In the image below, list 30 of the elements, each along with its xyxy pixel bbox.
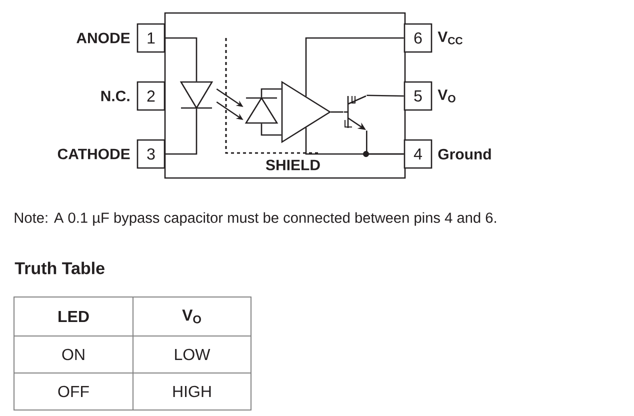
- wire: [165, 37, 198, 82]
- shield-label: SHIELD: [266, 160, 320, 170]
- pin-label: CATHODE: [58, 148, 130, 160]
- pin-label: N.C.: [101, 90, 130, 102]
- pin-box: 2: [136, 81, 166, 111]
- pin-label: Ground: [438, 148, 491, 160]
- pin-box: 6: [404, 23, 432, 53]
- pin-box: 1: [136, 23, 166, 53]
- wire: [165, 108, 198, 155]
- transistor-symbol: [344, 95, 366, 130]
- wire: [305, 128, 404, 155]
- table-header-cell: LED: [14, 296, 134, 336]
- table-cell: HIGH: [132, 372, 252, 410]
- table-header-cell: V$_{O}$: [132, 296, 252, 336]
- wire: [366, 94, 404, 97]
- pin-label: V$_{CC}$: [438, 32, 463, 44]
- table-cell: OFF: [14, 372, 134, 410]
- table-cell: LOW: [132, 336, 252, 374]
- note-text: Note: A 0.1 µF bypass capacitor must be connected between pins 4 and 6.: [14, 212, 496, 226]
- pin-label: V$_{O}$: [438, 90, 456, 102]
- pin-box: 3: [136, 139, 166, 169]
- pin-box: 5: [404, 81, 432, 111]
- wire: [330, 111, 344, 113]
- pin-box: 4: [404, 139, 432, 169]
- table-cell: ON: [14, 336, 134, 374]
- wire: [260, 124, 282, 136]
- table-title: Truth Table: [14, 262, 104, 274]
- pin-label: ANODE: [76, 32, 130, 44]
- wire: [305, 37, 404, 96]
- wire: [260, 88, 282, 98]
